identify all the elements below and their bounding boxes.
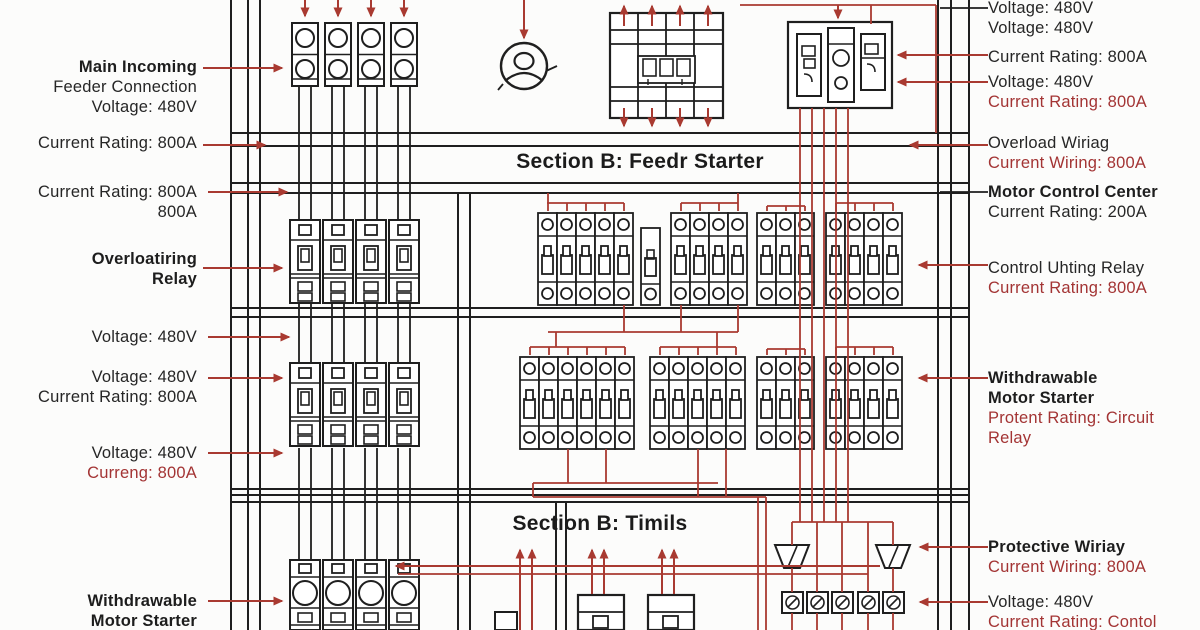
label-current-rating-800a-1: Current Rating: 800A [37,134,197,152]
label-voltage-control: Voltage: 480V Current Rating: Contol [988,593,1157,630]
operator-icon [497,41,558,91]
label-main-incoming-feeder: Main Incoming Feeder Connection Voltage:… [53,58,197,116]
callout-ticks [940,7,988,193]
label-voltage-voltage: Voltage: 480V Voltage: 480V [988,0,1094,37]
bottom-units [494,593,696,630]
terminal-strip [781,591,905,614]
arrows [203,0,988,630]
label-overload-relay: Overloatiring Relay [91,250,197,288]
mcb-row2 [519,356,903,450]
label-voltage-480v-1: Voltage: 480V [91,328,197,346]
starter-column [289,219,420,630]
label-withdrawable-motor-starter-right: Withdrawable Motor Starter Protent Ratin… [988,369,1154,447]
panel-frame [230,0,970,630]
mcb-row1 [537,212,903,306]
label-current-rating-800a-2: Current Rating: 800A 800A [37,183,197,221]
label-voltage-current-rating: Voltage: 480V Current Rating: 800A [37,368,197,406]
label-voltage-curreng: Voltage: 480V Curreng: 800A [87,444,197,482]
label-protective-wiring: Protective Wiriay Current Wiring: 800A [988,538,1147,576]
label-voltage-current-right: Voltage: 480V Current Rating: 800A [988,73,1148,111]
label-motor-control-center: Motor Control Center Current Rating: 200… [988,183,1158,221]
feeder-wires [298,86,411,560]
incoming-fuse-bank [291,22,418,87]
label-control-relay: Control Uhting Relay Current Rating: 800… [988,259,1148,297]
label-withdrawable-motor-starter-left: Withdrawable Motor Starter [87,592,197,630]
main-breaker [608,11,725,120]
section-timils-heading: Section B: Timils [512,512,688,535]
label-current-rating-800a-right: Current Rating: 800A [988,48,1148,66]
incoming-relay-unit [786,20,894,110]
section-feeder-heading: Section B: Feedr Starter [516,150,764,173]
control-wiring [398,4,937,630]
label-overload-wiring: Overload Wiriag Current Wiring: 800A [988,134,1147,172]
mcb-single [640,227,661,306]
